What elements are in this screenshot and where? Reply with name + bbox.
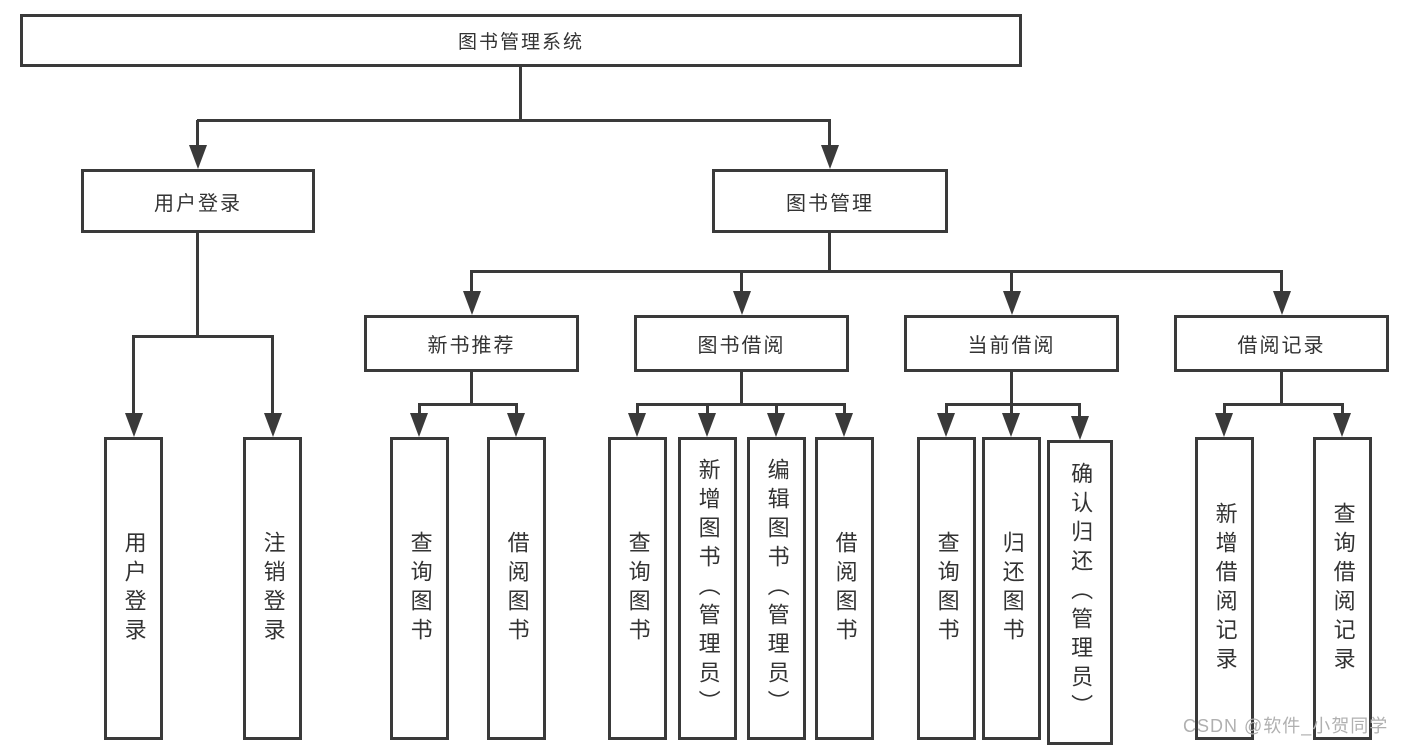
connector-line [843,403,846,415]
connector-line [470,271,473,294]
leaf-logout-label: 注销登录 [260,530,286,647]
node-new-book-recommend-label: 新书推荐 [427,335,516,357]
leaf-confirm-return-admin: 确认归还（管理员） [1047,440,1113,745]
connector-line [470,270,1283,273]
leaf-return-books: 归还图书 [982,437,1041,740]
arrowhead [1003,291,1021,315]
connector-line [828,120,831,148]
connector-line [828,233,831,273]
arrowhead [821,145,839,169]
connector-line [519,66,522,121]
arrowhead [733,291,751,315]
connector-line [706,403,709,415]
connector-line [132,335,135,415]
arrowhead [937,413,955,437]
arrowhead [835,413,853,437]
arrowhead [698,413,716,437]
arrowhead [1273,291,1291,315]
leaf-query-borrow-record-label: 查询借阅记录 [1330,501,1356,676]
leaf-current-query-books-label: 查询图书 [934,530,960,647]
arrowhead [628,413,646,437]
connector-line [1223,403,1226,415]
connector-line [1280,372,1283,406]
leaf-edit-books-admin: 编辑图书（管理员） [747,437,806,740]
arrowhead [410,413,428,437]
connector-line [132,335,274,338]
connector-line [197,119,831,122]
arrowhead [767,413,785,437]
connector-line [196,120,199,148]
node-borrow-records-label: 借阅记录 [1237,335,1326,357]
connector-line [945,403,1081,406]
connector-line [1010,403,1013,415]
arrowhead [1215,413,1233,437]
connector-line [470,372,473,406]
connector-line [271,335,274,415]
leaf-confirm-return-admin-label: 确认归还（管理员） [1068,462,1094,723]
leaf-borrow-query-books-label: 查询图书 [625,530,651,647]
connector-line [740,271,743,294]
arrowhead [463,291,481,315]
arrowhead [189,145,207,169]
arrowhead [1002,413,1020,437]
node-current-borrow-label: 当前借阅 [967,335,1056,357]
csdn-watermark: CSDN @软件_小贺同学 [1183,716,1389,736]
connector-line [1280,271,1283,294]
node-new-book-recommend: 新书推荐 [364,315,579,372]
connector-line [740,372,743,406]
connector-line [1010,372,1013,406]
connector-line [418,403,518,406]
leaf-logout: 注销登录 [243,437,302,740]
leaf-user-login: 用户登录 [104,437,163,740]
leaf-add-books-admin: 新增图书（管理员） [678,437,737,740]
connector-line [636,403,639,415]
leaf-recommend-borrow-books-label: 借阅图书 [504,530,530,647]
leaf-return-books-label: 归还图书 [999,530,1025,647]
leaf-recommend-query-books-label: 查询图书 [407,530,433,647]
leaf-add-borrow-record-label: 新增借阅记录 [1212,501,1238,676]
node-book-management-label: 图书管理 [786,192,874,215]
connector-line [636,403,846,406]
connector-line [1078,403,1081,417]
leaf-add-books-admin-label: 新增图书（管理员） [695,458,721,719]
connector-line [418,403,421,415]
connector-line [945,403,948,415]
connector-line [196,233,199,337]
leaf-add-borrow-record: 新增借阅记录 [1195,437,1254,740]
connector-line [515,403,518,415]
leaf-borrow-books-label: 借阅图书 [832,530,858,647]
node-book-borrow: 图书借阅 [634,315,849,372]
arrowhead [125,413,143,437]
node-root: 图书管理系统 [20,14,1022,67]
connector-line [1223,403,1344,406]
node-current-borrow: 当前借阅 [904,315,1119,372]
arrowhead [1071,416,1089,440]
connector-line [1341,403,1344,415]
connector-line [775,403,778,415]
node-user-login-label: 用户登录 [154,192,242,215]
leaf-recommend-query-books: 查询图书 [390,437,449,740]
arrowhead [1333,413,1351,437]
leaf-edit-books-admin-label: 编辑图书（管理员） [764,458,790,719]
node-user-login: 用户登录 [81,169,315,233]
leaf-borrow-query-books: 查询图书 [608,437,667,740]
leaf-recommend-borrow-books: 借阅图书 [487,437,546,740]
leaf-borrow-books: 借阅图书 [815,437,874,740]
connector-line [1010,271,1013,294]
node-book-borrow-label: 图书借阅 [697,335,786,357]
leaf-query-borrow-record: 查询借阅记录 [1313,437,1372,740]
node-root-label: 图书管理系统 [457,32,584,53]
leaf-current-query-books: 查询图书 [917,437,976,740]
arrowhead [507,413,525,437]
arrowhead [264,413,282,437]
node-borrow-records: 借阅记录 [1174,315,1389,372]
node-book-management: 图书管理 [712,169,948,233]
leaf-user-login-label: 用户登录 [121,530,147,647]
